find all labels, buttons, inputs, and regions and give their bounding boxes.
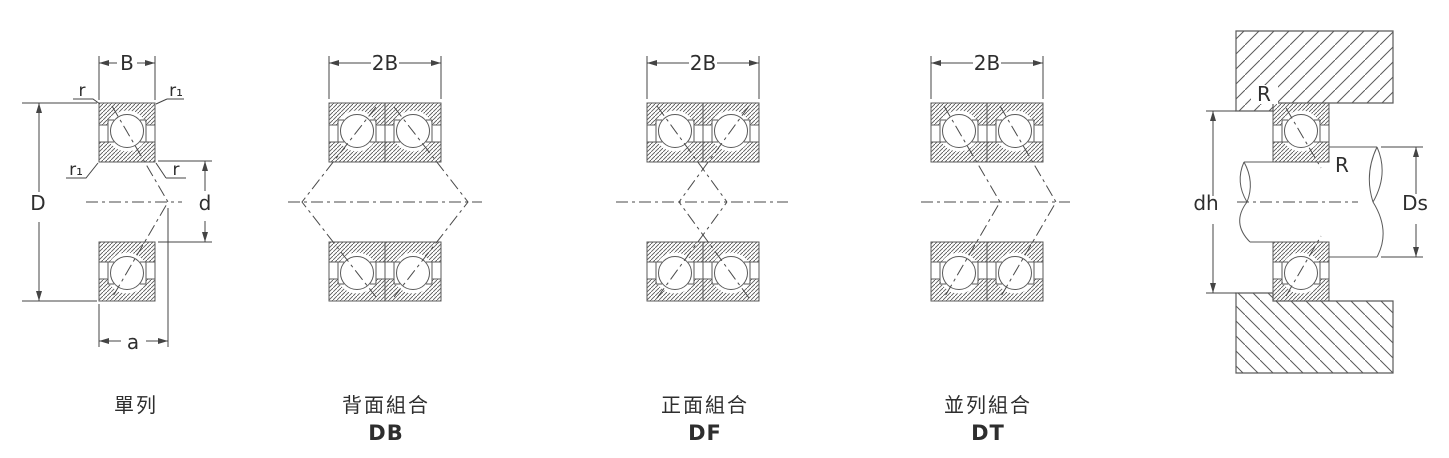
dim-label-width: B [120,51,134,75]
contact-angle-lines [999,105,1057,299]
caption-df: 正面組合 [661,393,749,417]
contact-angle-lines [111,105,169,299]
figure-db: 2B 背面組合 DB [288,51,482,445]
dim-label-r1-top-right: r₁ [169,81,183,101]
contact-angle-lines [678,201,750,299]
dimension-arrows [647,60,759,66]
dim-label-outer-diameter: D [30,191,45,215]
dim-label-r-bottom-right: r [173,160,180,180]
contact-angle-lines [656,105,728,203]
code-df: DF [688,421,722,445]
caption-db: 背面組合 [342,393,430,417]
dim-label-shaft-fillet: R [1335,153,1349,177]
figure-single-row: B D d a r r₁ r₁ r 單列 [22,51,212,417]
caption-dt: 並列組合 [944,393,1032,417]
dim-label-width: 2B [690,51,716,75]
dimension-arrows [931,60,1043,66]
contact-angle-lines [1285,107,1322,297]
figure-mounting: R R dh Ds [1193,30,1428,374]
dimension-arrows [329,60,441,66]
dim-label-r1-bottom-left: r₁ [69,160,83,180]
figure-dt: 2B 並列組合 DT [921,51,1070,445]
contact-angle-lines [301,106,377,298]
dim-label-shaft-shoulder: Ds [1402,191,1428,215]
contact-angle-lines [943,105,1001,299]
contact-angle-lines [678,105,750,203]
dim-label-housing-shoulder: dh [1193,191,1218,215]
figure-df: 2B 正面組合 DF [616,51,788,445]
dim-label-offset: a [127,330,139,354]
dim-label-r-top-left: r [79,81,86,101]
contact-angle-lines [393,106,469,298]
dim-label-housing-fillet: R [1257,82,1271,106]
code-dt: DT [971,421,1005,445]
code-db: DB [368,421,403,445]
shaft [1239,146,1384,258]
housing-block-bottom [1235,292,1394,374]
label-backdrop [1251,85,1278,104]
dimension-arrows [1210,111,1419,293]
dimension-arrows [36,60,208,344]
contact-angle-lines [656,201,728,299]
dim-label-width: 2B [974,51,1000,75]
dim-label-width: 2B [372,51,398,75]
dim-label-bore-diameter: d [199,191,212,215]
caption-single-row: 單列 [114,393,158,417]
